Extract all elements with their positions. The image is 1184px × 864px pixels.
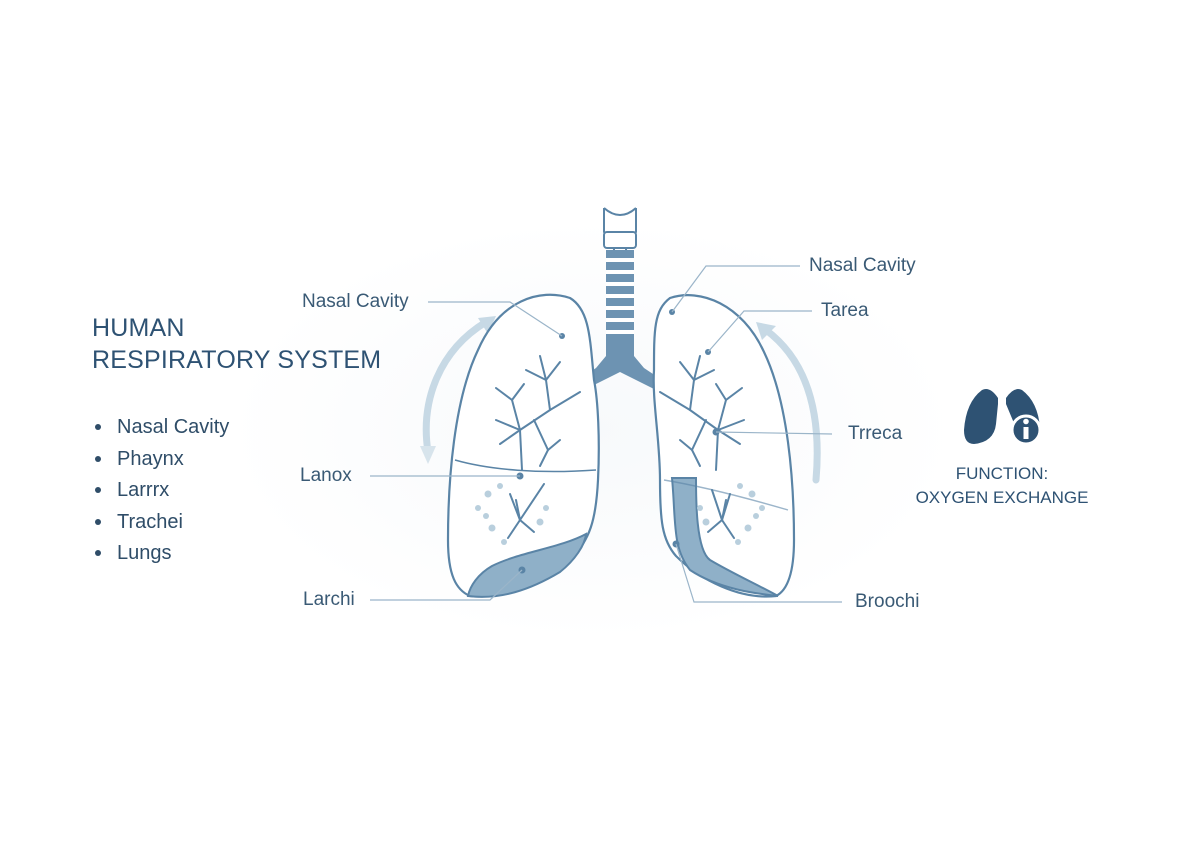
callout-right-trreca: Trreca <box>848 423 903 444</box>
callout-right-nasal-cavity: Nasal Cavity <box>809 255 916 276</box>
inhale-arrow-right <box>756 322 821 484</box>
list-item: Lungs <box>92 540 229 572</box>
leader-lines <box>370 265 842 603</box>
left-lung <box>446 293 600 598</box>
lungs-info-icon <box>964 372 1042 446</box>
right-lung <box>652 294 796 598</box>
list-item: Larrrx <box>92 477 229 509</box>
parts-list: Nasal Cavity Phaynx Larrrx Trachei Lungs <box>92 414 229 572</box>
function-heading: FUNCTION: <box>955 464 1049 483</box>
callout-left-larchi: Larchi <box>303 589 355 610</box>
list-item: Phaynx <box>92 446 229 478</box>
callout-left-lanox: Lanox <box>300 465 352 486</box>
page-title: HUMAN RESPIRATORY SYSTEM <box>92 312 432 376</box>
inhale-arrow-left <box>420 316 496 464</box>
list-item: Nasal Cavity <box>92 414 229 446</box>
function-text: OXYGEN EXCHANGE <box>915 488 1089 507</box>
callout-right-tarea: Tarea <box>821 300 869 321</box>
list-item: Trachei <box>92 509 229 541</box>
title-line-2: RESPIRATORY SYSTEM <box>92 346 382 374</box>
callout-right-broochi: Broochi <box>855 591 920 612</box>
function-box: FUNCTION: OXYGEN EXCHANGE <box>900 462 1104 510</box>
trachea <box>572 207 668 392</box>
title-line-1: HUMAN <box>92 314 185 342</box>
callout-left-nasal-cavity: Nasal Cavity <box>302 291 409 312</box>
